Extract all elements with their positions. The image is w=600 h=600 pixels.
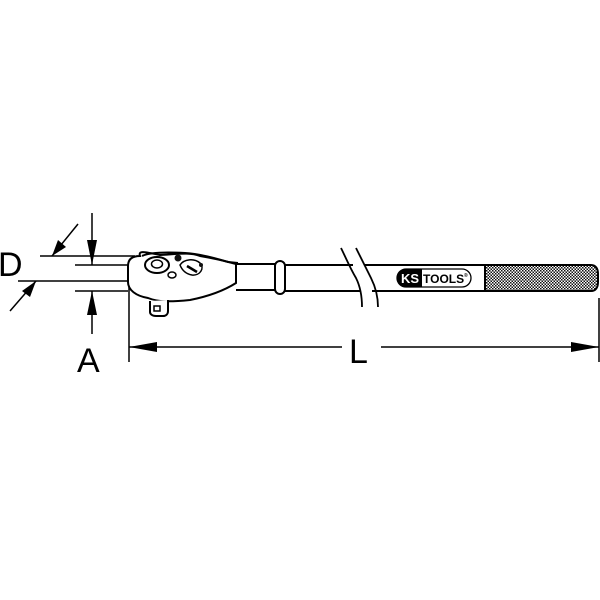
ratchet-handle: [236, 260, 486, 295]
ks-tools-logo: KS TOOLS ®: [396, 268, 472, 288]
logo-brand-right: TOOLS: [423, 272, 464, 286]
dimension-a: A: [75, 213, 128, 380]
break-lines: [340, 247, 379, 308]
dimension-l: L: [128, 286, 600, 371]
dimension-l-label: L: [349, 333, 368, 371]
logo-brand-left: KS: [401, 271, 419, 286]
logo-registered: ®: [464, 272, 468, 279]
dimension-a-label: A: [77, 342, 100, 380]
knurled-grip: [484, 264, 599, 292]
dimension-d: D: [0, 223, 135, 312]
ratchet-head: [127, 251, 239, 317]
dimension-d-label: D: [0, 246, 23, 284]
